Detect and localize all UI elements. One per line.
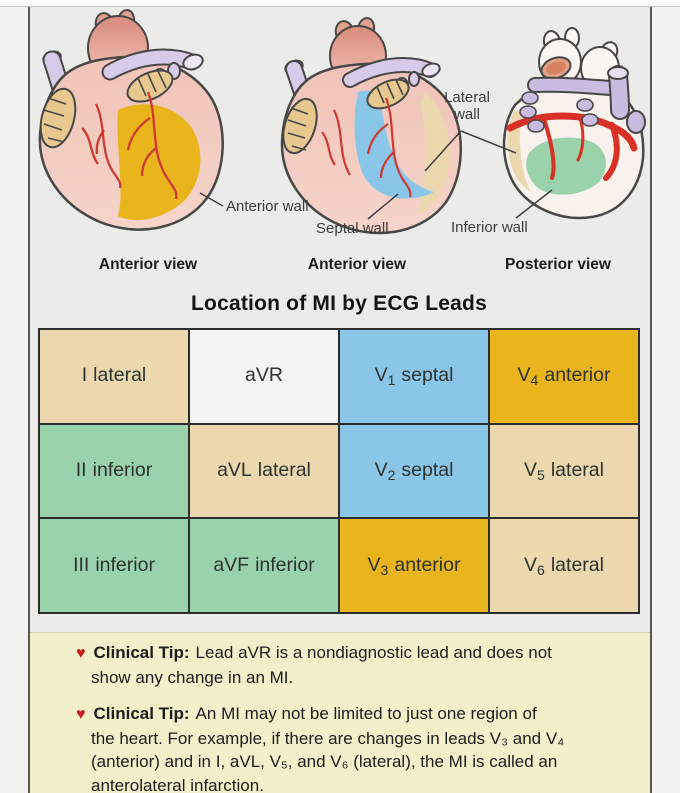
top-margin-strip [0,0,680,7]
tip-text-line: the heart. For example, if there are cha… [91,728,565,748]
septal-wall-label: Septal wall [316,220,389,237]
heart-icon: ♥ [76,645,86,662]
tip-text-line: Lead aVR is a nondiagnostic lead and doe… [195,643,552,662]
cell-lead-avr: aVR [190,330,338,423]
tip-label: Clinical Tip: [93,704,190,723]
view-caption-anterior-1: Anterior view [98,256,198,273]
figure-title: Location of MI by ECG Leads [191,292,487,315]
view-caption-anterior-2: Anterior view [307,256,407,273]
clinical-tips-panel: ♥ Clinical Tip: Lead aVR is a nondiagnosti… [30,632,650,793]
tip-text-line: show any change in an MI. [91,667,294,687]
tip-text-line: An MI may not be limited to just one reg… [195,704,537,723]
tip-text-line: (anterior) and in I, aVL, V₅, and V₆ (la… [91,752,558,771]
view-caption-posterior: Posterior view [505,256,611,273]
lateral-wall-label: Lateral wall [444,89,490,123]
clinical-tip-1: ♥ Clinical Tip: Lead aVR is a nondiagnosti… [76,641,634,689]
tip-text-line: anterolateral infarction. [91,775,264,793]
tip-label: Clinical Tip: [93,643,190,662]
inferior-wall-label: Inferior wall [451,219,528,236]
clinical-tip-2: ♥ Clinical Tip: An MI may not be limited t… [76,702,634,793]
anterior-wall-label: Anterior wall [226,198,309,215]
heart-icon: ♥ [76,706,86,723]
